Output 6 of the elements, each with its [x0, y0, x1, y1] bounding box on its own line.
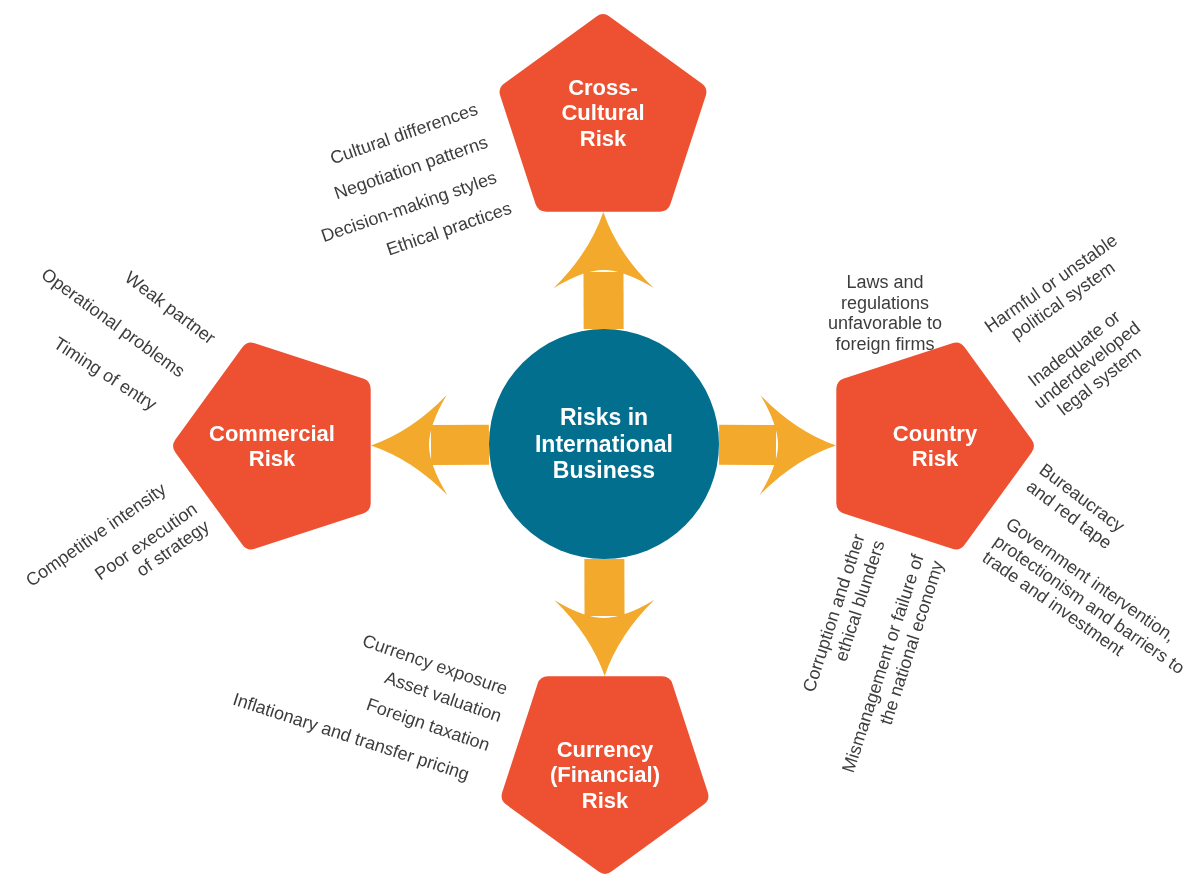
risk-factor-label: Laws and regulations unfavorable to foreign firms	[826, 271, 944, 355]
node-title: Risks in International Business	[534, 404, 674, 484]
node-title: Commercial Risk	[208, 420, 336, 472]
node-title: Country Risk	[891, 420, 979, 472]
node-title: Cross-Cultural Risk	[560, 75, 646, 151]
node-title: Currency (Financial) Risk	[549, 737, 661, 813]
